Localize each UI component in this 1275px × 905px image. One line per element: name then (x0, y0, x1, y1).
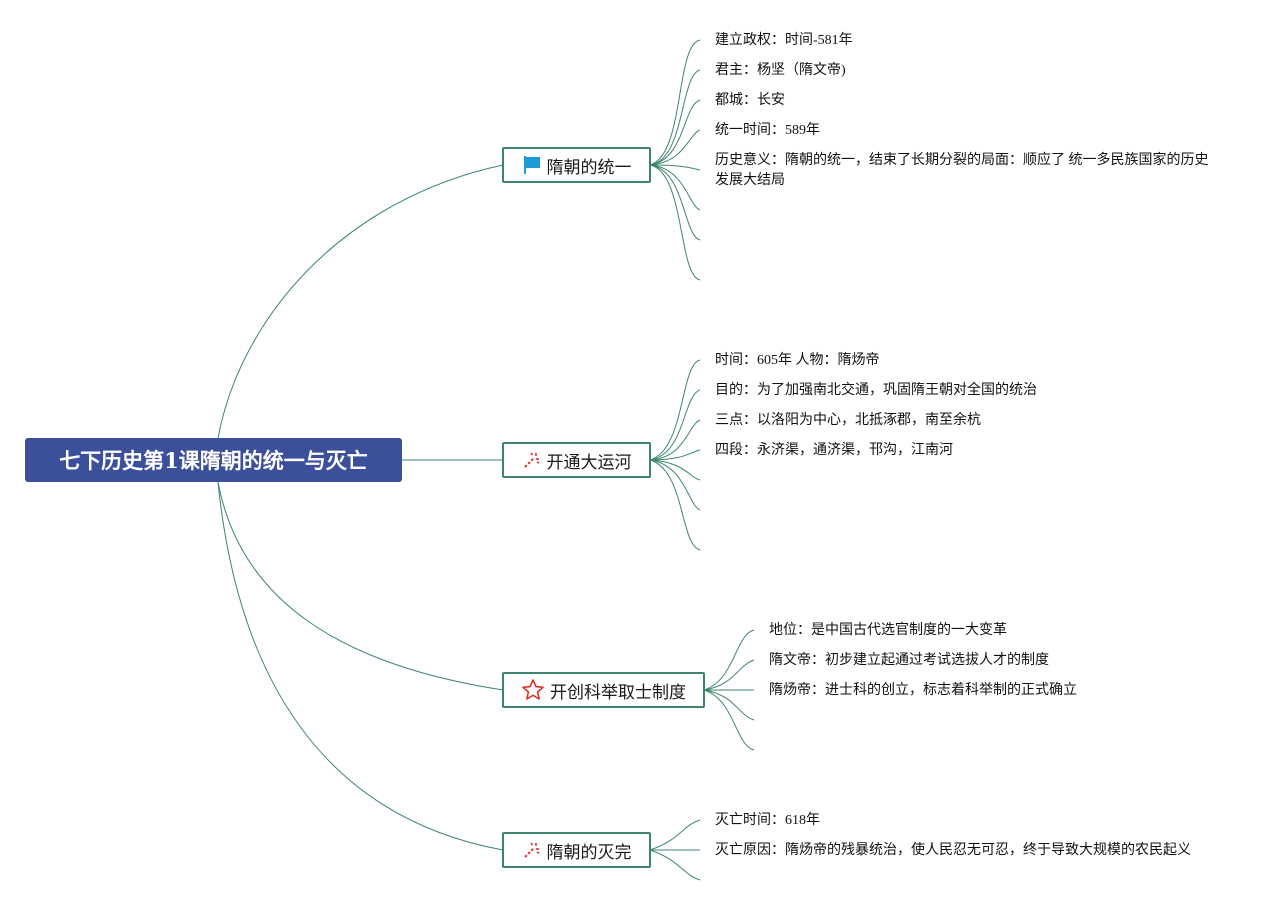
leaf-item[interactable]: 目的：为了加强南北交通，巩固隋王朝对全国的统治 (715, 383, 1037, 398)
leaf-item[interactable]: 建立政权：时间-581年 (715, 33, 853, 48)
leaf-item[interactable]: 隋文帝：初步建立起通过考试选拔人才的制度 (769, 653, 1049, 668)
topic-label: 隋朝的统一 (546, 157, 632, 178)
topic2-leaf-links (649, 359, 701, 551)
magic-wand-icon (523, 842, 539, 858)
topic-sui-unification[interactable]: 隋朝的统一 (502, 147, 651, 183)
central-topic-title: 七下历史第1课隋朝的统一与灭亡 (59, 448, 368, 473)
leaf-item[interactable]: 三点：以洛阳为中心，北抵涿郡，南至余杭 (715, 413, 981, 428)
magic-wand-icon (523, 452, 539, 468)
topic3-leaf-links (703, 629, 755, 751)
flag-icon (523, 156, 540, 174)
leaf-item[interactable]: 灭亡原因：隋炀帝的残暴统治，使人民忍无可忍，终于导致大规模的农民起义 (715, 843, 1191, 858)
leaf-item[interactable]: 地位：是中国古代选官制度的一大变革 (769, 623, 1007, 638)
topic4-leaf-links (649, 819, 701, 881)
star-icon (522, 679, 544, 700)
topic1-leaf-links (649, 39, 701, 281)
topic-label: 开通大运河 (546, 452, 632, 473)
root-link-1 (217, 164, 504, 439)
topic-sui-fall[interactable]: 隋朝的灭完 (502, 832, 651, 868)
leaf-item[interactable]: 统一时间：589年 (715, 123, 820, 138)
central-topic[interactable]: 七下历史第1课隋朝的统一与灭亡 (25, 438, 402, 482)
leaf-item[interactable]: 君主：杨坚（隋文帝) (715, 63, 846, 78)
leaf-item[interactable]: 时间：605年 人物：隋炀帝 (715, 353, 880, 368)
leaf-item[interactable]: 四段：永济渠，通济渠，邗沟，江南河 (715, 443, 953, 458)
topic-grand-canal[interactable]: 开通大运河 (502, 442, 651, 478)
topic-imperial-exam[interactable]: 开创科举取士制度 (502, 672, 705, 708)
root-link-3 (217, 481, 504, 691)
root-link-4 (217, 481, 504, 851)
leaf-item[interactable]: 灭亡时间：618年 (715, 813, 820, 828)
leaf-item[interactable]: 都城：长安 (715, 93, 785, 108)
topic-label: 隋朝的灭完 (546, 842, 632, 863)
topic-label: 开创科举取士制度 (550, 682, 686, 703)
leaf-item[interactable]: 历史意义：隋朝的统一，结束了长期分裂的局面：顺应了 统一多民族国家的历史发展大结… (715, 153, 1209, 188)
leaf-item[interactable]: 隋炀帝：进士科的创立，标志着科举制的正式确立 (769, 683, 1077, 698)
